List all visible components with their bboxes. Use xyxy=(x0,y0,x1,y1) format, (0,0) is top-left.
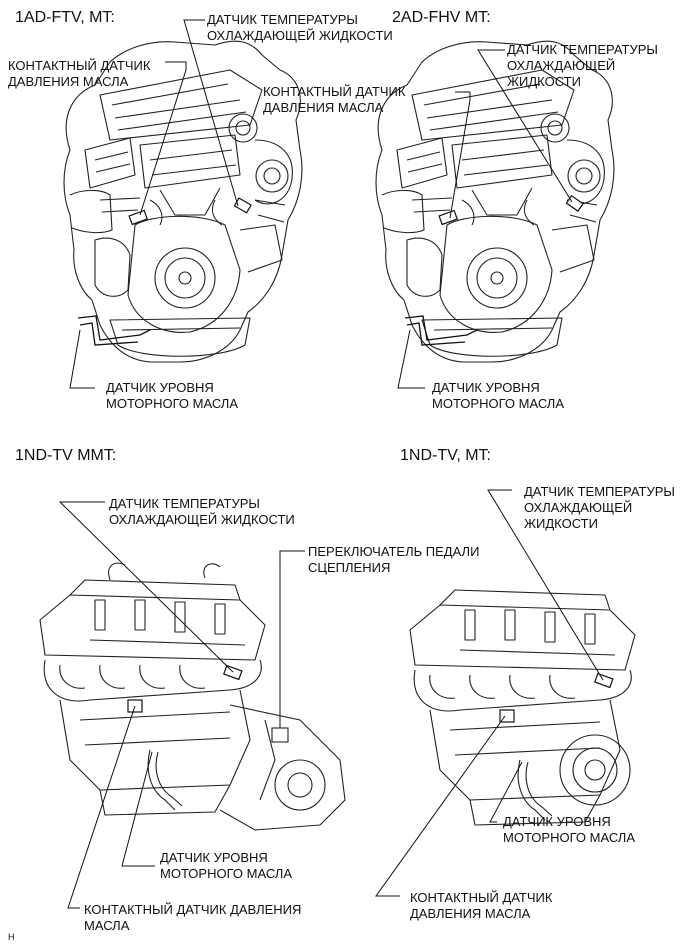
panel-4-title: 1ND-TV, MT: xyxy=(400,447,491,464)
panel-2-oil-pressure-label: КОНТАКТНЫЙ ДАТЧИК ДАВЛЕНИЯ МАСЛА xyxy=(263,84,406,115)
panel-4-coolant-label: ДАТЧИК ТЕМПЕРАТУРЫ ОХЛАЖДАЮЩЕЙ ЖИДКОСТИ xyxy=(524,484,675,531)
panel-2-oil-level-label: ДАТЧИК УРОВНЯ МОТОРНОГО МАСЛА xyxy=(432,380,564,411)
panel-3-oil-level-label: ДАТЧИК УРОВНЯ МОТОРНОГО МАСЛА xyxy=(160,850,292,881)
panel-1-oil-pressure-label: КОНТАКТНЫЙ ДАТЧИК ДАВЛЕНИЯ МАСЛА xyxy=(8,58,151,89)
panel-1-coolant-label: ДАТЧИК ТЕМПЕРАТУРЫ ОХЛАЖДАЮЩЕЙ ЖИДКОСТИ xyxy=(207,12,393,43)
panel-2-title: 2AD-FHV MT: xyxy=(392,9,491,26)
panel-1-title: 1AD-FTV, MT: xyxy=(15,9,115,26)
panel-2-coolant-label: ДАТЧИК ТЕМПЕРАТУРЫ ОХЛАЖДАЮЩЕЙ ЖИДКОСТИ xyxy=(507,42,658,89)
panel-3-oil-pressure-label: КОНТАКТНЫЙ ДАТЧИК ДАВЛЕНИЯ МАСЛА xyxy=(84,902,302,933)
panel-3-clutch-label: ПЕРЕКЛЮЧАТЕЛЬ ПЕДАЛИ СЦЕПЛЕНИЯ xyxy=(308,544,480,575)
footer-code: H xyxy=(8,932,15,942)
panel-1-oil-level-label: ДАТЧИК УРОВНЯ МОТОРНОГО МАСЛА xyxy=(106,380,238,411)
panel-3-coolant-label: ДАТЧИК ТЕМПЕРАТУРЫ ОХЛАЖДАЮЩЕЙ ЖИДКОСТИ xyxy=(109,496,295,527)
panel-4-oil-level-label: ДАТЧИК УРОВНЯ МОТОРНОГО МАСЛА xyxy=(503,814,635,845)
panel-3-title: 1ND-TV MMT: xyxy=(15,447,117,464)
panel-4-oil-pressure-label: КОНТАКТНЫЙ ДАТЧИК ДАВЛЕНИЯ МАСЛА xyxy=(410,890,553,921)
